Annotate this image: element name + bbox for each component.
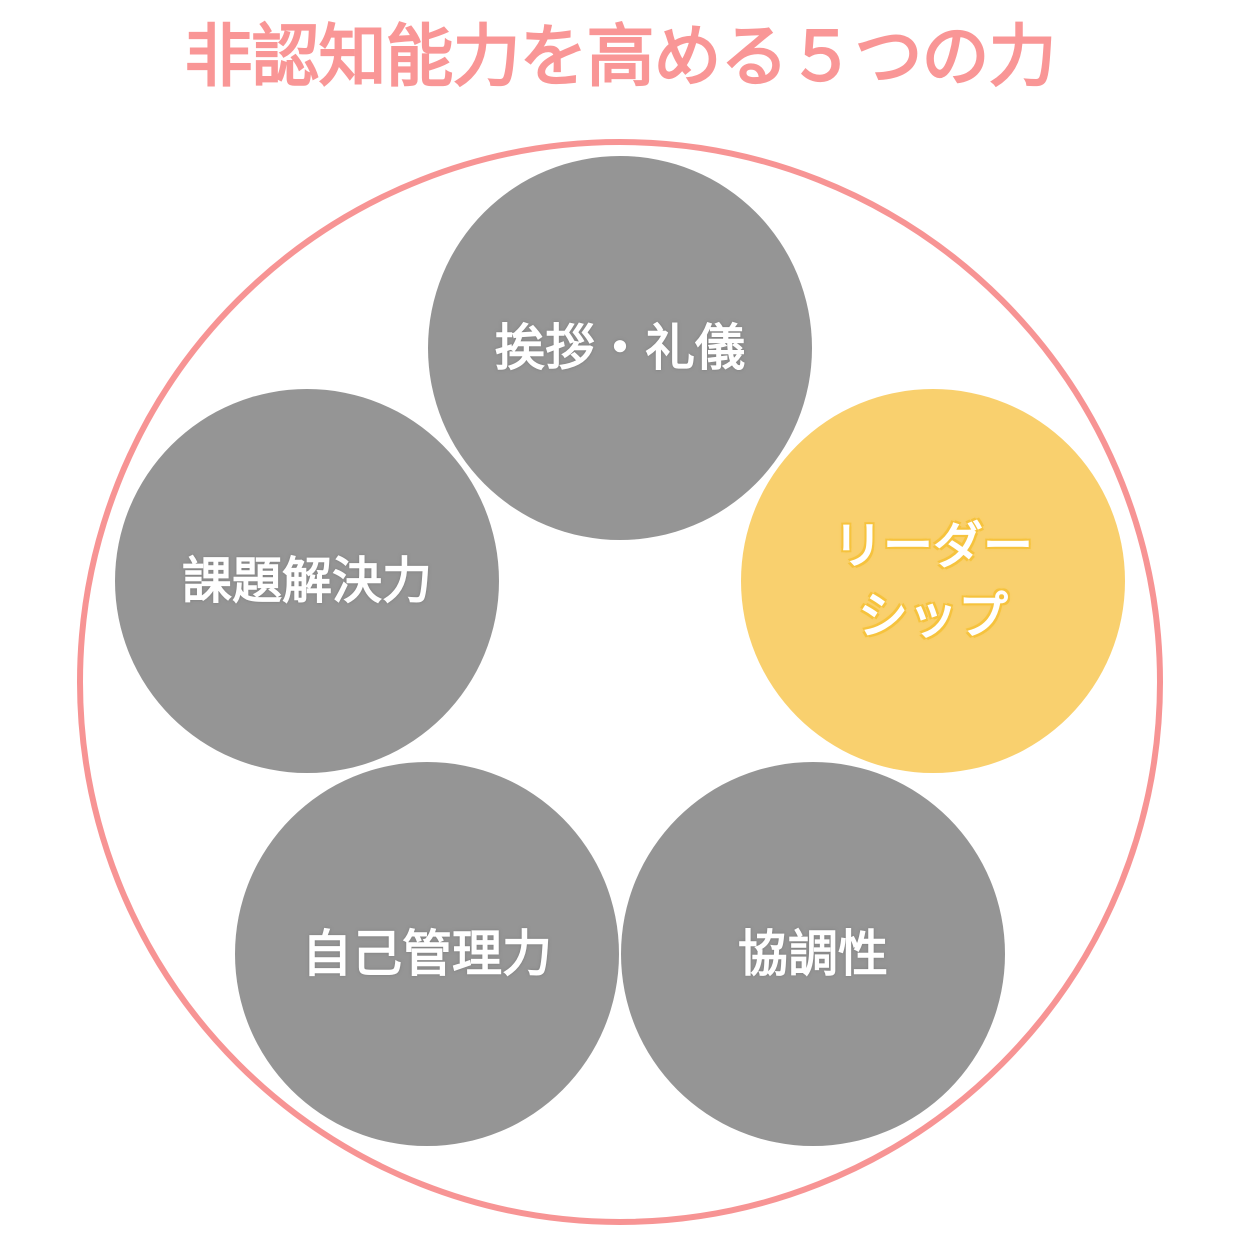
- circle-label: 挨拶・礼儀: [495, 319, 745, 377]
- circle-label: 自己管理力: [302, 925, 552, 983]
- circle-cooperation: 協調性: [621, 762, 1005, 1146]
- circle-label: 課題解決力: [182, 552, 432, 610]
- circle-self-management: 自己管理力: [235, 762, 619, 1146]
- page-title: 非認知能力を高める５つの力: [184, 18, 1056, 97]
- circle-leadership: リーダー シップ: [741, 389, 1125, 773]
- outer-ring: [77, 139, 1163, 1225]
- circle-problem-solving: 課題解決力: [115, 389, 499, 773]
- circle-label-line1: リーダー: [833, 517, 1033, 575]
- circle-label-line2: シップ: [858, 587, 1008, 645]
- circle-greeting: 挨拶・礼儀: [428, 156, 812, 540]
- circle-label: 協調性: [738, 925, 888, 983]
